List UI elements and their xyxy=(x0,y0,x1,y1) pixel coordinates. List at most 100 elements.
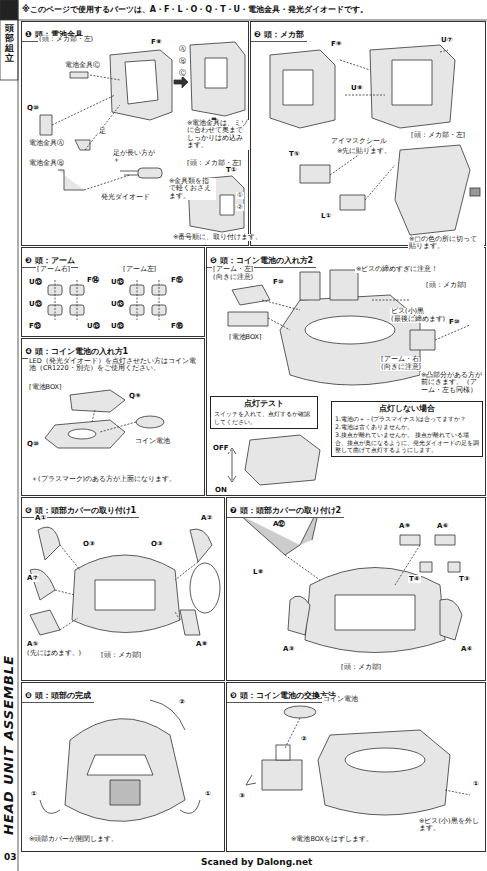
part-outline xyxy=(125,60,158,104)
callout-number: T① xyxy=(225,166,238,174)
callout-number: OFF xyxy=(212,444,230,452)
callout-number: A⑥ xyxy=(436,522,449,530)
part-outline xyxy=(130,285,144,295)
part-outline xyxy=(87,755,153,775)
callout-number: T④ xyxy=(408,575,421,583)
part-label: ※先に貼ります。 xyxy=(336,148,392,155)
part-outline xyxy=(262,300,470,340)
part-outline xyxy=(152,285,166,295)
part-outline xyxy=(288,596,462,640)
part-outline xyxy=(68,429,96,439)
part-outline xyxy=(55,280,159,320)
part-label: ※ビスの締めすぎに注意！ xyxy=(355,266,439,273)
part-label: [アーム右] xyxy=(36,266,71,273)
part-outline xyxy=(70,285,84,295)
part-label: (向きに注意) xyxy=(212,274,254,281)
part-label: 足 xyxy=(98,128,107,135)
part-outline xyxy=(318,730,450,815)
callout-number: U⑬ xyxy=(110,278,125,286)
callout-number: U⑬ xyxy=(86,322,101,330)
part-label: ※電池金具は、ミゾに合わせて奥までしっかりはめ込みます。 xyxy=(186,120,250,150)
note-box: 点灯テストスイッチを入れて、点灯するか確認してください。 xyxy=(210,396,318,429)
part-outline xyxy=(0,0,18,20)
part-outline xyxy=(262,760,302,790)
part-label: 足が長い方が＋ xyxy=(112,150,158,165)
part-label: ① xyxy=(236,192,244,199)
callout-number: F⑩ xyxy=(448,318,461,326)
part-label: [頭：メカ部] xyxy=(425,282,467,289)
side-title: HEAD UNIT ASSEMBLE xyxy=(2,654,17,836)
callout-number: ② xyxy=(300,735,308,743)
part-label: 電池金具Ⓒ xyxy=(64,62,101,69)
part-label: [アーム左] xyxy=(122,266,157,273)
part-label: [アーム・左] xyxy=(212,266,254,273)
part-outline xyxy=(174,76,188,88)
part-outline xyxy=(285,718,470,795)
head-cover-step-2 xyxy=(240,505,462,653)
step-heading: ❼ 頭：頭部カバーの取り付け2 xyxy=(227,504,344,518)
part-label: [頭：メカ部] xyxy=(100,652,142,659)
part-outline xyxy=(110,780,140,805)
part-outline xyxy=(305,568,445,653)
part-outline xyxy=(276,745,290,760)
part-outline xyxy=(65,719,185,822)
callout-number: ① xyxy=(204,790,212,798)
part-outline xyxy=(205,58,227,88)
step-panel: ❽ 頭：頭部の完成 xyxy=(21,682,225,852)
callout-number: F⑨ xyxy=(330,40,343,48)
part-outline xyxy=(285,545,420,585)
part-outline xyxy=(340,50,448,95)
part-outline xyxy=(228,448,236,482)
part-outline xyxy=(283,70,313,105)
callout-number: U⑬ xyxy=(110,300,125,308)
callout-number: A⑫ xyxy=(272,520,286,528)
step-heading: 点灯しない場合 xyxy=(335,404,479,415)
completed-head xyxy=(40,700,200,821)
part-outline xyxy=(48,285,62,295)
step-heading: ❹ 頭：コイン電池の入れ方1 xyxy=(22,345,131,359)
parts-note: ※このページで使用するパーツは、A・F・L・O・Q・T・U・電池金具・発光ダイオ… xyxy=(22,4,368,15)
callout-number: L① xyxy=(320,212,332,220)
callout-number: O③ xyxy=(82,540,96,548)
callout-number: A④ xyxy=(460,645,473,653)
part-outline xyxy=(40,800,200,813)
part-outline xyxy=(300,165,365,210)
part-outline xyxy=(110,50,172,120)
part-outline xyxy=(95,580,155,610)
part-outline xyxy=(70,390,125,412)
part-label: [電池BOX] xyxy=(28,384,63,391)
callout-number: F⑩ xyxy=(272,278,285,286)
part-label: (頭：メカ部・左) xyxy=(38,36,94,43)
callout-number: A① xyxy=(34,514,47,522)
part-outline xyxy=(136,416,164,428)
part-label: ※□の色の所に切って貼ります。 xyxy=(408,236,484,251)
callout-number: ON xyxy=(214,486,228,494)
part-outline xyxy=(18,0,19,871)
part-outline xyxy=(395,145,470,235)
part-label: Ⓑ xyxy=(178,58,187,65)
part-label: [頭：メカ部] xyxy=(340,664,382,671)
callout-number: U⑦ xyxy=(440,36,454,44)
part-label: (最後に締めます) xyxy=(390,316,446,323)
part-outline xyxy=(270,50,335,128)
part-label: コイン電池 xyxy=(134,438,171,445)
part-outline xyxy=(72,555,180,633)
callout-number: F⑭ xyxy=(86,276,100,284)
battery-replace xyxy=(246,706,470,815)
callout-number: T③ xyxy=(458,575,471,583)
part-outline xyxy=(245,435,320,485)
part-label: Ⓐ xyxy=(178,46,187,53)
callout-number: ① xyxy=(30,790,38,798)
page-number: 03 xyxy=(3,852,18,862)
callout-number: Q⑨ xyxy=(128,392,142,400)
part-outline xyxy=(392,60,432,105)
part-outline xyxy=(55,545,198,630)
callout-number: A③ xyxy=(282,645,295,653)
part-label: アイマスクシール xyxy=(330,138,388,145)
part-label: [電池BOX] xyxy=(228,334,263,341)
callout-number: A② xyxy=(200,514,213,522)
arm-step xyxy=(48,280,166,320)
part-outline xyxy=(45,420,125,448)
part-label: 電池金具Ⓑ xyxy=(28,160,65,167)
part-outline xyxy=(246,775,256,785)
